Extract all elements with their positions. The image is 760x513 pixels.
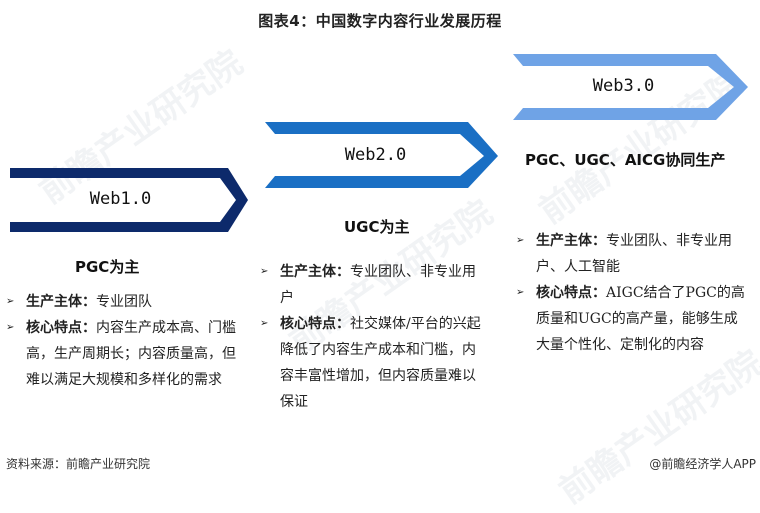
item-key: 生产主体： bbox=[280, 264, 350, 280]
arrowhead-bullet-icon: ➢ bbox=[6, 322, 15, 333]
chevron-arrow-icon bbox=[513, 54, 748, 120]
stage-arrow-web1: Web1.0 bbox=[8, 166, 253, 236]
stage-arrow-web2: Web2.0 bbox=[263, 120, 503, 190]
item-text: 专业团队、非专业用户 bbox=[280, 264, 476, 306]
stage-subhead: UGC为主 bbox=[344, 218, 410, 236]
list-item: ➢ 生产主体：专业团队、非专业用户、人工智能 bbox=[514, 228, 748, 280]
item-text: 专业团队 bbox=[96, 294, 152, 310]
stage-arrow-web3: Web3.0 bbox=[511, 52, 756, 122]
arrowhead-bullet-icon: ➢ bbox=[260, 266, 269, 277]
item-text: 社交媒体/平台的兴起降低了内容生产成本和门槛，内容丰富性增加，但内容质量难以保证 bbox=[280, 316, 481, 410]
stage-description-list: ➢ 生产主体：专业团队 ➢ 核心特点：内容生产成本高、门槛高，生产周期长；内容质… bbox=[4, 289, 240, 393]
arrowhead-bullet-icon: ➢ bbox=[260, 318, 269, 329]
arrowhead-bullet-icon: ➢ bbox=[516, 287, 525, 298]
list-item: ➢ 生产主体：专业团队、非专业用户 bbox=[258, 259, 488, 311]
item-text: AIGC结合了PGC的高质量和UGC的高产量，能够生成大量个性化、定制化的内容 bbox=[536, 285, 745, 353]
arrowhead-bullet-icon: ➢ bbox=[516, 235, 525, 246]
list-item: ➢ 生产主体：专业团队 bbox=[4, 289, 240, 315]
item-text: 专业团队、非专业用户、人工智能 bbox=[536, 233, 732, 275]
chart-title: 图表4：中国数字内容行业发展历程 bbox=[258, 12, 502, 30]
stage-subhead: PGC为主 bbox=[75, 258, 140, 276]
list-item: ➢ 核心特点：内容生产成本高、门槛高，生产周期长；内容质量高，但难以满足大规模和… bbox=[4, 315, 240, 393]
item-key: 核心特点： bbox=[280, 316, 350, 332]
item-key: 核心特点： bbox=[536, 285, 606, 301]
watermark: 前瞻产业研究院 bbox=[552, 342, 760, 513]
stage-label: Web2.0 bbox=[344, 145, 407, 165]
item-key: 生产主体： bbox=[536, 233, 606, 249]
stage-subhead: PGC、UGC、AICG协同生产 bbox=[525, 151, 726, 169]
stage-description-list: ➢ 生产主体：专业团队、非专业用户 ➢ 核心特点：社交媒体/平台的兴起降低了内容… bbox=[258, 259, 488, 415]
item-key: 核心特点： bbox=[26, 320, 96, 336]
item-key: 生产主体： bbox=[26, 294, 96, 310]
stage-description-list: ➢ 生产主体：专业团队、非专业用户、人工智能 ➢ 核心特点：AIGC结合了PGC… bbox=[514, 228, 748, 358]
chevron-arrow-icon bbox=[265, 122, 498, 188]
item-text: 内容生产成本高、门槛高，生产周期长；内容质量高，但难以满足大规模和多样化的需求 bbox=[26, 320, 236, 388]
source-note: 资料来源：前瞻产业研究院 bbox=[6, 457, 151, 471]
stage-label: Web3.0 bbox=[592, 76, 655, 96]
list-item: ➢ 核心特点：社交媒体/平台的兴起降低了内容生产成本和门槛，内容丰富性增加，但内… bbox=[258, 311, 488, 415]
arrowhead-bullet-icon: ➢ bbox=[6, 296, 15, 307]
stage-label: Web1.0 bbox=[89, 189, 152, 209]
credit-note: @前瞻经济学人APP bbox=[649, 457, 756, 471]
list-item: ➢ 核心特点：AIGC结合了PGC的高质量和UGC的高产量，能够生成大量个性化、… bbox=[514, 280, 748, 358]
chevron-arrow-icon bbox=[10, 168, 248, 232]
